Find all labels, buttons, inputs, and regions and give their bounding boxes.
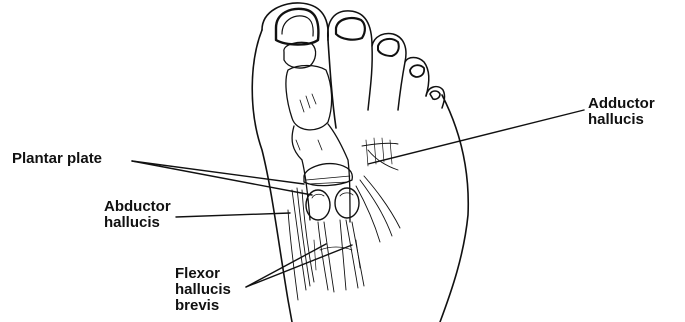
third-toe bbox=[372, 34, 406, 111]
second-toe bbox=[328, 11, 372, 110]
plantar-plate-label: Plantar plate bbox=[12, 151, 102, 167]
flexor-hallucis-brevis-muscle bbox=[314, 220, 364, 292]
adductor-hallucis-muscle bbox=[356, 138, 400, 242]
plantar-plate-leader-lower bbox=[132, 161, 312, 195]
foot-outline bbox=[252, 30, 468, 322]
abductor-hallucis-leader bbox=[176, 213, 290, 217]
fifth-toe bbox=[426, 87, 445, 108]
plantar-plate-leader-upper bbox=[132, 161, 304, 184]
abductor-hallucis-label: Abductor hallucis bbox=[104, 199, 171, 231]
adductor-hallucis-label: Adductor hallucis bbox=[588, 96, 655, 128]
fourth-toe bbox=[405, 58, 429, 97]
abductor-hallucis-muscle bbox=[288, 188, 314, 300]
sesamoid-bones bbox=[306, 188, 359, 220]
flexor-hallucis-brevis-leader-lower bbox=[246, 245, 352, 287]
adductor-hallucis-leader bbox=[368, 110, 584, 164]
plantar-plate bbox=[304, 164, 352, 186]
great-toe bbox=[262, 3, 328, 45]
great-toe-bones bbox=[284, 42, 350, 222]
flexor-hallucis-brevis-label: Flexor hallucis brevis bbox=[175, 266, 231, 314]
